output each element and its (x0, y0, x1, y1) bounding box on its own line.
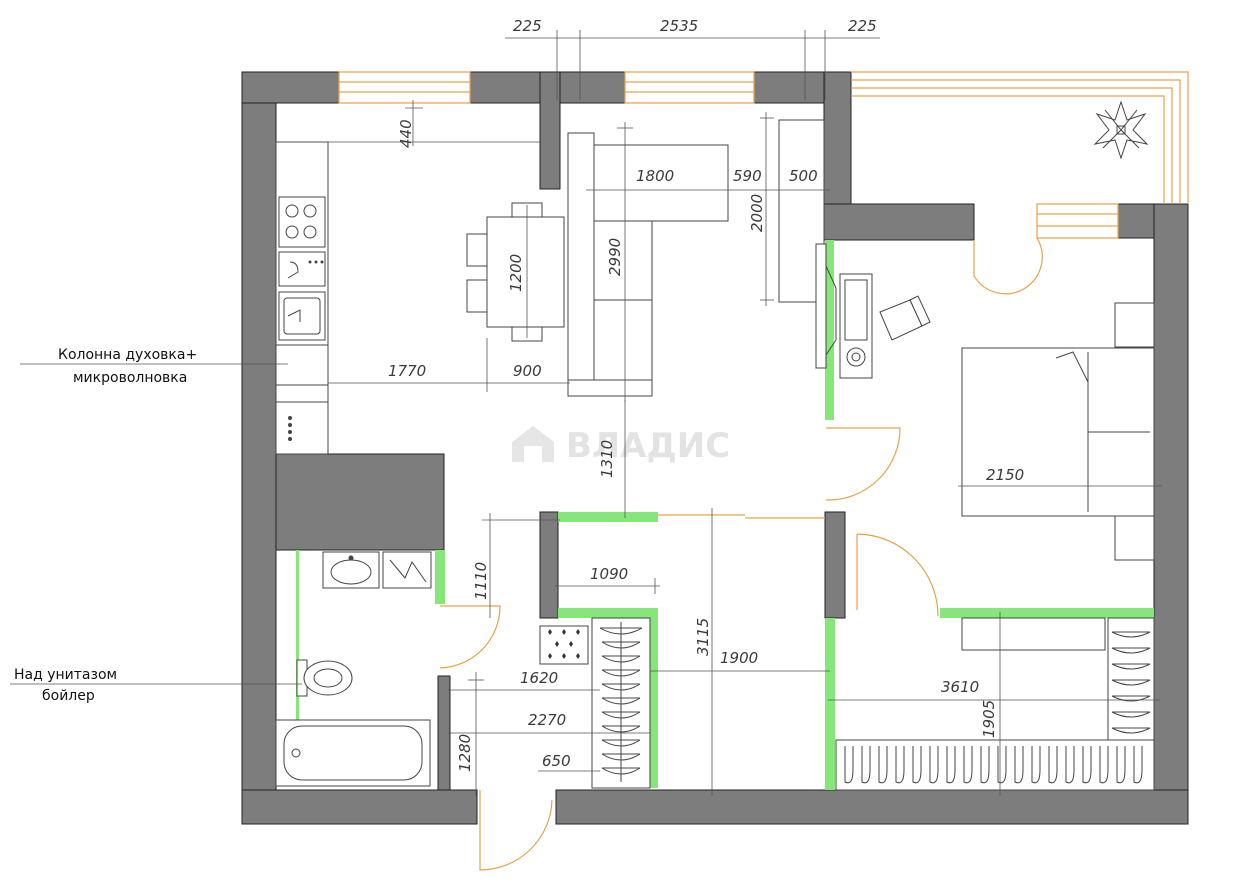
toilet-icon (296, 659, 353, 697)
watermark-text: ВЛАДИС (566, 426, 730, 466)
plant-icon (1093, 100, 1149, 160)
dim-225-right: 225 (848, 17, 877, 35)
dim-1110: 1110 (472, 562, 490, 600)
dim-2270: 2270 (528, 711, 566, 729)
note-boiler-line1: Над унитазом (14, 667, 117, 683)
washing-machine-icon (382, 551, 432, 589)
dim-1200: 1200 (507, 254, 525, 292)
dim-2150: 2150 (986, 466, 1024, 484)
kitchen-sink-icon (278, 291, 326, 341)
shoe-cabinet-icon (539, 625, 589, 665)
dim-500: 500 (789, 167, 818, 185)
bathroom-fixtures (275, 551, 432, 787)
annotations: Колонна духовка+ микроволновка Над унита… (14, 347, 197, 704)
dim-2990: 2990 (606, 238, 624, 276)
double-bed (961, 347, 1155, 517)
dimension-lines (10, 30, 1162, 796)
wardrobes (591, 617, 1155, 791)
new-partitions (296, 240, 1154, 790)
cooktop-icon (278, 196, 326, 248)
watermark: ВЛАДИС (512, 426, 730, 466)
bedroom-furniture (961, 302, 1155, 651)
dim-1090: 1090 (590, 565, 628, 583)
dim-650: 650 (542, 752, 571, 770)
dim-1905: 1905 (980, 700, 998, 738)
dim-590: 590 (733, 167, 762, 185)
windows-and-doors (338, 71, 1189, 871)
washbasin-icon (322, 551, 380, 589)
dim-1280: 1280 (456, 734, 474, 772)
dim-1310: 1310 (598, 440, 616, 478)
corner-sofa (567, 132, 729, 397)
note-oven-line1: Колонна духовка+ (58, 347, 197, 363)
dim-2535: 2535 (660, 17, 698, 35)
dimension-labels: 225 2535 225 440 1800 590 500 2000 2990 … (388, 17, 1024, 772)
walls (241, 71, 1189, 825)
house-logo-icon (512, 426, 554, 462)
bathtub-icon (275, 719, 431, 787)
dim-1770: 1770 (388, 362, 426, 380)
dim-3115: 3115 (694, 618, 712, 656)
note-boiler-line2: бойлер (42, 688, 95, 704)
kitchen-furniture (275, 141, 540, 455)
dim-3610: 3610 (941, 678, 979, 696)
office-chair-icon (879, 295, 931, 341)
dim-225-left: 225 (513, 17, 542, 35)
dim-1800: 1800 (636, 167, 674, 185)
note-oven-line2: микроволновка (73, 370, 187, 386)
dim-1620: 1620 (520, 669, 558, 687)
dim-440: 440 (397, 119, 415, 148)
dim-2000: 2000 (748, 194, 766, 232)
workspace (778, 119, 931, 379)
dim-1900: 1900 (720, 649, 758, 667)
dim-900: 900 (513, 362, 542, 380)
